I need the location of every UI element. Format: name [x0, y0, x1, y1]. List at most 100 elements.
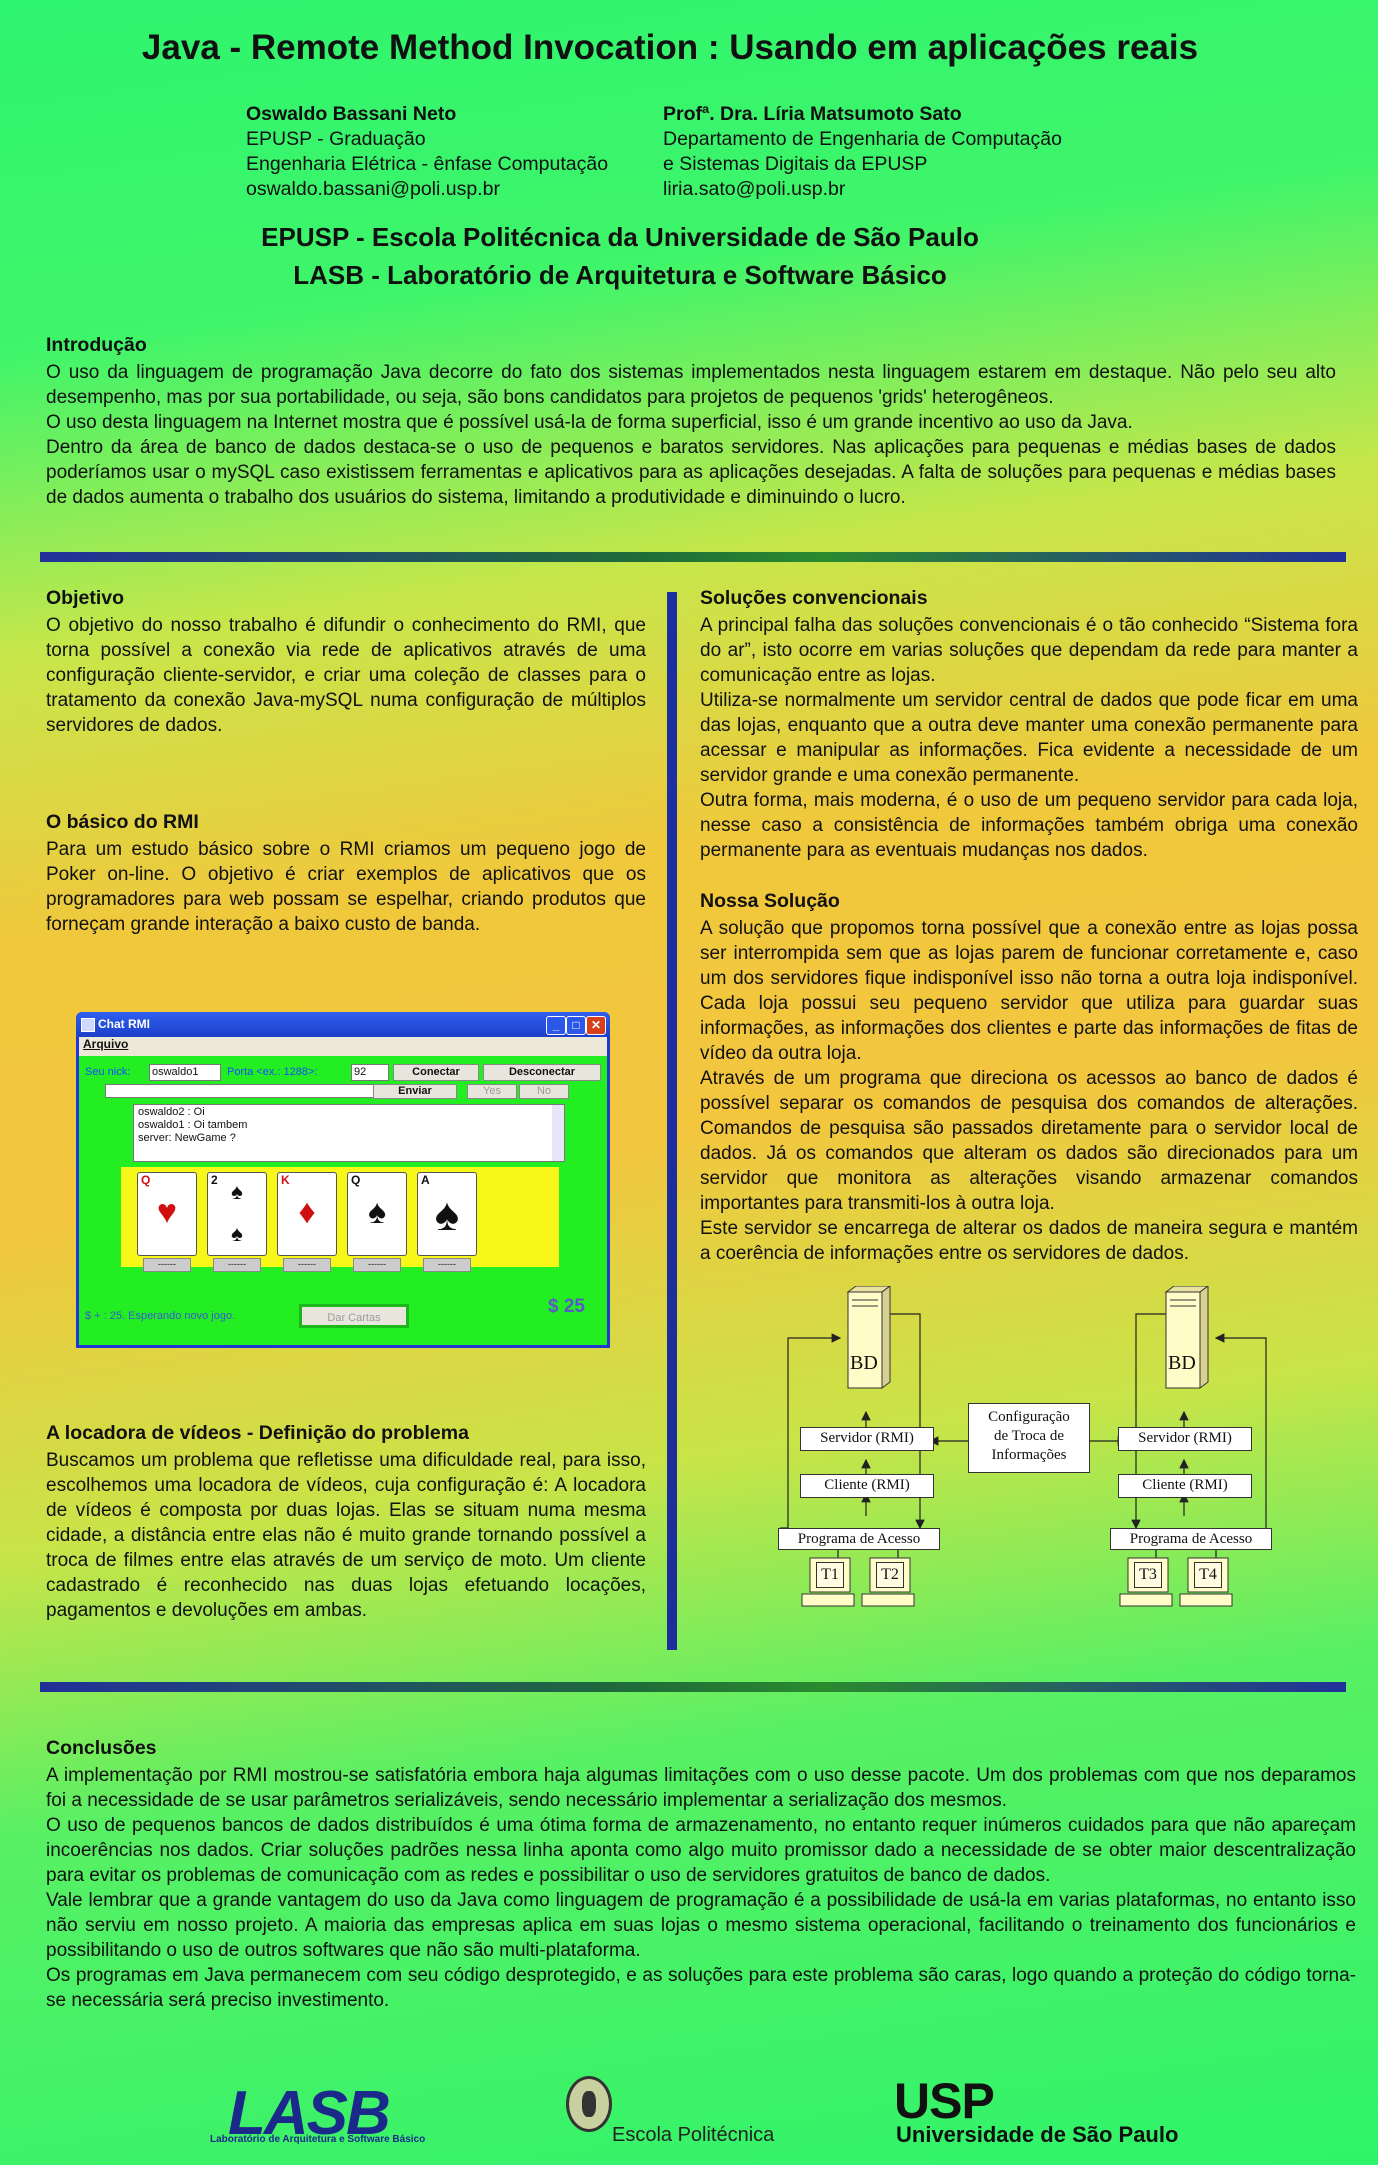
port-label: Porta <ex.: 1288>:: [227, 1066, 318, 1078]
nick-input[interactable]: oswaldo1: [149, 1064, 221, 1081]
card-rank: Q: [351, 1173, 361, 1187]
card-hold-button[interactable]: ------: [353, 1258, 401, 1272]
section-heading: Soluções convencionais: [700, 587, 928, 609]
playing-card[interactable]: 2 ♠ ♠: [207, 1172, 267, 1256]
section-heading: Objetivo: [46, 587, 125, 609]
playing-card[interactable]: Q ♠: [347, 1172, 407, 1256]
section-heading: Conclusões: [46, 1737, 157, 1759]
paragraph: Dentro da área de banco de dados destaca…: [46, 437, 1336, 508]
card-suit-icon: ♦: [298, 1193, 316, 1231]
author-1-email: oswaldo.bassani@poli.usp.br: [246, 178, 500, 200]
section-heading: O básico do RMI: [46, 811, 199, 833]
connect-button[interactable]: Conectar: [393, 1064, 479, 1081]
send-button[interactable]: Enviar: [373, 1084, 457, 1099]
author-1-line: EPUSP - Graduação: [246, 128, 426, 150]
card-suit-icon: ♥: [156, 1193, 178, 1231]
close-icon[interactable]: ✕: [586, 1016, 606, 1035]
scrollbar[interactable]: [552, 1105, 564, 1161]
poli-logo-text: Escola Politécnica: [612, 2124, 775, 2146]
card-hold-button[interactable]: ------: [423, 1258, 471, 1272]
playing-card[interactable]: Q ♥: [137, 1172, 197, 1256]
lasb-logo: LASB: [228, 2079, 391, 2148]
disconnect-button[interactable]: Desconectar: [483, 1064, 601, 1081]
horizontal-divider: [40, 1682, 1346, 1692]
section-objetivo: Objetivo O objetivo do nosso trabalho é …: [46, 587, 646, 738]
terminal-label: T1: [816, 1562, 844, 1588]
author-2: Profª. Dra. Líria Matsumoto Sato Departa…: [663, 102, 1062, 202]
paragraph: A implementação por RMI mostrou-se satis…: [46, 1765, 1356, 1811]
card-rank: A: [421, 1173, 430, 1187]
author-1-line: Engenharia Elétrica - ênfase Computação: [246, 153, 609, 175]
paragraph: O uso de pequenos bancos de dados distri…: [46, 1815, 1356, 1886]
yes-button[interactable]: Yes: [467, 1084, 517, 1099]
message-input[interactable]: [105, 1084, 397, 1098]
chat-body: Seu nick: oswaldo1 Porta <ex.: 1288>: 92…: [79, 1056, 607, 1345]
usp-logo-subtitle: Universidade de São Paulo: [896, 2122, 1179, 2147]
paragraph: Os programas em Java permanecem com seu …: [46, 1965, 1356, 2011]
section-heading: Nossa Solução: [700, 890, 840, 912]
money-display: $ 25: [548, 1296, 585, 1317]
card-hold-button[interactable]: ------: [143, 1258, 191, 1272]
maximize-icon[interactable]: □: [566, 1016, 586, 1035]
config-line: Configuração: [988, 1409, 1070, 1425]
section-locadora: A locadora de vídeos - Definição do prob…: [46, 1422, 646, 1623]
paragraph: Através de um programa que direciona os …: [700, 1068, 1358, 1214]
status-text: $ + : 25. Esperando novo jogo.: [85, 1310, 236, 1322]
bd-label: BD: [850, 1352, 878, 1374]
chat-line: oswaldo1 : Oi tambem: [138, 1119, 248, 1131]
poli-seal-icon: [566, 2076, 612, 2132]
section-basico-rmi: O básico do RMI Para um estudo básico so…: [46, 811, 646, 937]
card-hold-button[interactable]: ------: [283, 1258, 331, 1272]
java-app-icon: [81, 1018, 95, 1032]
section-heading: Introdução: [46, 334, 147, 356]
playing-card[interactable]: A ♠: [417, 1172, 477, 1256]
paragraph: Outra forma, mais moderna, é o uso de um…: [700, 790, 1358, 861]
deal-button[interactable]: Dar Cartas: [299, 1304, 409, 1328]
paragraph: O uso da linguagem de programação Java d…: [46, 362, 1336, 408]
author-1-name: Oswaldo Bassani Neto: [246, 103, 457, 125]
paragraph: O uso desta linguagem na Internet mostra…: [46, 412, 1133, 433]
chat-log: oswaldo2 : Oi oswaldo1 : Oi tambem serve…: [133, 1104, 565, 1162]
paragraph: Buscamos um problema que refletisse uma …: [46, 1450, 646, 1621]
no-button[interactable]: No: [519, 1084, 569, 1099]
author-2-line: e Sistemas Digitais da EPUSP: [663, 153, 928, 175]
servidor-rmi-box: Servidor (RMI): [1118, 1427, 1252, 1451]
server-icon: [846, 1286, 891, 1389]
terminal-label: T3: [1134, 1562, 1162, 1588]
paragraph: Este servidor se encarrega de alterar os…: [700, 1218, 1358, 1264]
section-solucoes: Soluções convencionais A principal falha…: [700, 587, 1358, 863]
terminal-label: T4: [1194, 1562, 1222, 1588]
institution-epusp: EPUSP - Escola Politécnica da Universida…: [261, 222, 979, 252]
cliente-rmi-box: Cliente (RMI): [1118, 1474, 1252, 1498]
chat-line: oswaldo2 : Oi: [138, 1106, 205, 1118]
author-1: Oswaldo Bassani Neto EPUSP - Graduação E…: [246, 102, 608, 202]
lasb-logo-subtitle: Laboratório de Arquitetura e Software Bá…: [210, 2134, 426, 2145]
cliente-rmi-box: Cliente (RMI): [800, 1474, 934, 1498]
paragraph: Para um estudo básico sobre o RMI criamo…: [46, 839, 646, 935]
terminal-label: T2: [876, 1562, 904, 1588]
servidor-rmi-box: Servidor (RMI): [800, 1427, 934, 1451]
minimize-icon[interactable]: _: [546, 1016, 566, 1035]
config-line: de Troca de: [994, 1428, 1064, 1444]
card-suit-icon: ♠: [231, 1221, 243, 1246]
port-input[interactable]: 92: [351, 1064, 389, 1081]
poster-title: Java - Remote Method Invocation : Usando…: [141, 28, 1199, 67]
window-titlebar: Chat RMI _ □ ✕: [76, 1012, 610, 1037]
architecture-diagram: BD BD Servidor (RMI) Servidor (RMI) Clie…: [770, 1286, 1290, 1626]
bd-label: BD: [1168, 1352, 1196, 1374]
paragraph: Utiliza-se normalmente um servidor centr…: [700, 690, 1358, 786]
paragraph: A solução que propomos torna possível qu…: [700, 918, 1358, 1064]
card-rank: 2: [211, 1173, 218, 1187]
card-hold-button[interactable]: ------: [213, 1258, 261, 1272]
institution-lasb: LASB - Laboratório de Arquitetura e Soft…: [293, 260, 947, 290]
author-2-email: liria.sato@poli.usp.br: [663, 178, 846, 200]
config-line: Informações: [991, 1447, 1067, 1463]
playing-card[interactable]: K ♦: [277, 1172, 337, 1256]
section-heading: A locadora de vídeos - Definição do prob…: [46, 1422, 469, 1444]
section-conclusoes: Conclusões A implementação por RMI mostr…: [46, 1737, 1356, 2013]
card-suit-icon: ♠: [231, 1179, 243, 1204]
paragraph: O objetivo do nosso trabalho é difundir …: [46, 615, 646, 736]
card-suit-icon: ♠: [367, 1193, 387, 1231]
menu-arquivo[interactable]: Arquivo: [83, 1037, 129, 1051]
nick-label: Seu nick:: [85, 1066, 131, 1078]
